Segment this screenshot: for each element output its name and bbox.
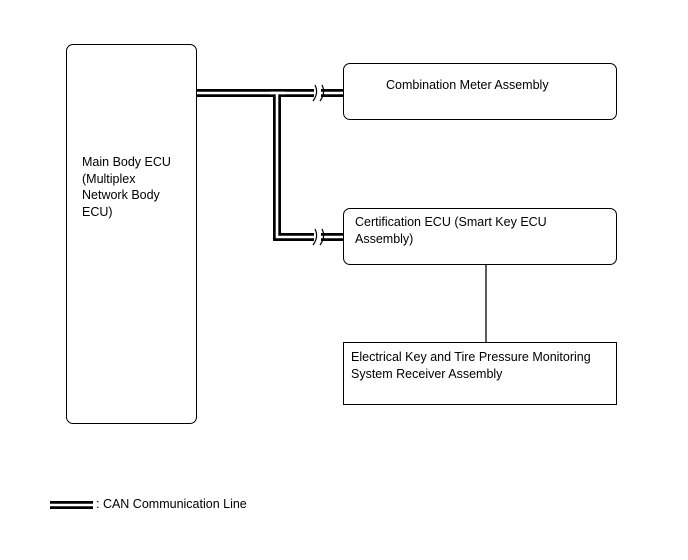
certification-ecu-label: Certification ECU (Smart Key ECU Assembl… xyxy=(355,215,547,246)
main-body-ecu-label: Main Body ECU (Multiplex Network Body EC… xyxy=(82,155,171,219)
line-break-symbol xyxy=(312,84,325,102)
line-break-symbol xyxy=(312,228,325,246)
can-line-to-combination-meter xyxy=(197,84,343,102)
combination-meter-label: Combination Meter Assembly xyxy=(386,78,549,92)
receiver-assembly-box: Electrical Key and Tire Pressure Monitor… xyxy=(343,342,617,405)
main-body-ecu-box: Main Body ECU (Multiplex Network Body EC… xyxy=(66,44,197,424)
receiver-assembly-label: Electrical Key and Tire Pressure Monitor… xyxy=(351,350,591,381)
can-line-to-certification-ecu xyxy=(273,93,343,246)
certification-ecu-box: Certification ECU (Smart Key ECU Assembl… xyxy=(343,208,617,265)
legend-label: : CAN Communication Line xyxy=(96,497,247,511)
combination-meter-box: Combination Meter Assembly xyxy=(343,63,617,120)
